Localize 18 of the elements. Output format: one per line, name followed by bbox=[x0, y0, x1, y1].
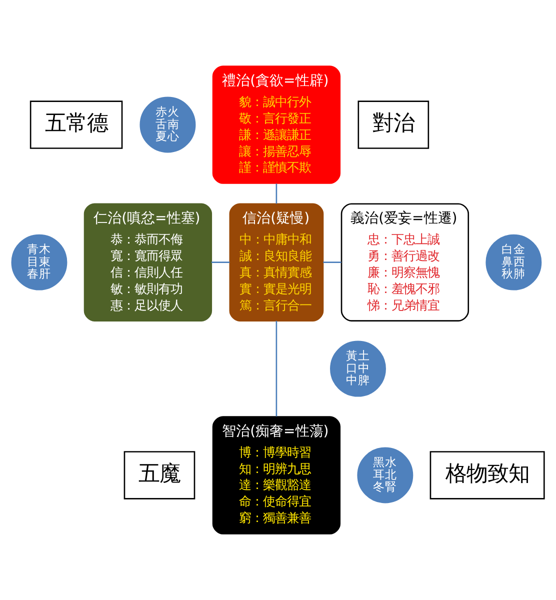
connector bbox=[323, 262, 342, 263]
node-circle: 青木 目東 春肝 bbox=[11, 234, 68, 290]
node-box: 禮治(貪欲=性辟) 貌：誠中行外 敬：言行發正 謙：遜讓謙正 讓：揚善忍辱 謹：謹慎不欺 bbox=[212, 66, 341, 184]
node-circle: 黃土 口中 中脾 bbox=[330, 340, 386, 397]
node-box: 信治(疑慢) 中：中庸中和 誠：良知良能 真：真情實感 實：實是光明 篤：言行合一 bbox=[229, 203, 324, 322]
node-circle: 赤火 舌南 夏心 bbox=[140, 96, 196, 153]
node-box: 格物致知 bbox=[430, 451, 545, 500]
node-box: 五魔 bbox=[124, 451, 196, 500]
node-circle: 白金 鼻西 秋肺 bbox=[486, 234, 542, 290]
connector bbox=[276, 184, 278, 204]
node-circle: 黑水 耳北 冬腎 bbox=[357, 447, 414, 504]
node-box: 仁治(嗔忿=性塞) 恭：恭而不侮 寬：寬而得眾 信：信則人任 敏：敏則有功 惠：足以使人 bbox=[84, 203, 212, 322]
connector bbox=[276, 320, 278, 416]
node-box: 義治(爱妄=性遷) 忠：下忠上誠 勇：善行過改 廉：明察無愧 恥：羞愧不邪 悌：兄弟情宜 bbox=[340, 203, 470, 322]
node-box: 對治 bbox=[358, 100, 430, 149]
connector bbox=[211, 262, 230, 263]
node-box: 智治(痴奢=性蕩) 博：博學時習 知：明辨九思 達：樂觀豁達 命：使命得宜 窮：獨善兼善 bbox=[212, 416, 341, 534]
node-box: 五常德 bbox=[30, 100, 123, 149]
